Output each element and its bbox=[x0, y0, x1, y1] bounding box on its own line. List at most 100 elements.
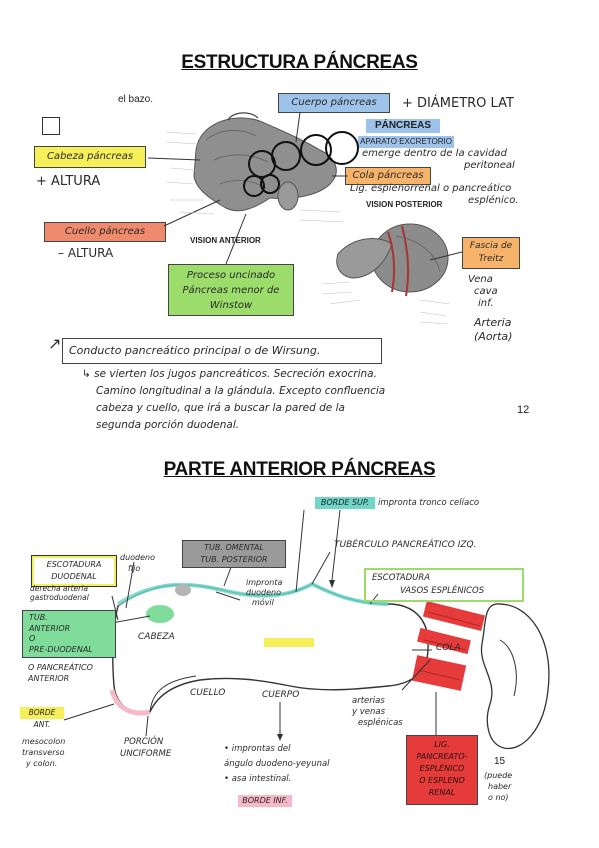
arteria-line2: (Aorta) bbox=[474, 330, 513, 343]
escotadura-duod-line2: DUODENAL bbox=[51, 572, 97, 581]
o-pancreatico-line1: O PANCREÁTICO bbox=[28, 663, 93, 672]
improntas-line2: ángulo duodeno-yeyunal bbox=[224, 759, 330, 769]
o-pancreatico-note: O PANCREÁTICO ANTERIOR bbox=[28, 662, 93, 684]
derecha-arteria-note: derecha arteria gastroduodenal bbox=[30, 584, 89, 602]
porcion-line1: PORCIÓN bbox=[124, 737, 164, 747]
vena-line2: cava bbox=[474, 286, 498, 297]
pancreas-heading: PÁNCREAS bbox=[366, 119, 440, 133]
puede-line3: o no) bbox=[488, 793, 509, 802]
cabeza-pancreas-label: Cabeza páncreas bbox=[34, 146, 146, 168]
borde-inf-text: BORDE INF. bbox=[242, 796, 288, 805]
cuerpo-pancreas-text: Cuerpo páncreas bbox=[291, 97, 377, 108]
tub-omental-line2: TUB. POSTERIOR bbox=[200, 555, 268, 564]
conducto-text: Conducto pancreático principal o de Wirs… bbox=[69, 344, 321, 357]
cuello-pancreas-text: Cuello páncreas bbox=[64, 226, 146, 237]
arterias-line2: y venas bbox=[352, 707, 386, 717]
tub-anterior-line3: O bbox=[29, 634, 36, 643]
derecha-line1: derecha arteria bbox=[30, 584, 88, 593]
splenic-vessels bbox=[411, 600, 486, 691]
tuberculo-note: TUBÉRCULO PANCREÁTICO IZQ. bbox=[334, 540, 477, 550]
cabeza-label: CABEZA bbox=[138, 632, 175, 642]
improntas-line3: • asa intestinal. bbox=[224, 774, 292, 784]
proceso-line1: Proceso uncinado bbox=[186, 270, 276, 281]
fascia-line1: Fascia de bbox=[469, 241, 513, 251]
impronta-duodeno-note: impronta duodeno móvil bbox=[246, 578, 282, 608]
mesocolon-line1: mesocolon bbox=[22, 737, 66, 746]
desc-line3: cabeza y cuello, que irá a buscar la par… bbox=[96, 402, 345, 414]
mesocolon-line3: y colon. bbox=[26, 759, 58, 768]
arterias-venas-note: arterias y venas esplénicas bbox=[352, 696, 403, 729]
menos-altura-note: – ALTURA bbox=[58, 246, 114, 260]
tub-omental-box: TUB. OMENTAL TUB. POSTERIOR bbox=[182, 540, 286, 568]
cuello-label: CUELLO bbox=[190, 688, 226, 698]
fascia-line2: Treitz bbox=[478, 254, 504, 264]
top-note: el bazo. bbox=[118, 94, 154, 105]
borde-inf-label: BORDE INF. bbox=[238, 795, 292, 807]
duodeno-fijo-line1: duodeno bbox=[120, 553, 156, 562]
lig-pancreato-esplenico-box: LIG. PANCREATO- ESPLÉNICO O ESPLENO RENA… bbox=[406, 735, 478, 805]
diametro-note: + DIÁMETRO LAT bbox=[402, 96, 514, 111]
impronta-tronco-note: impronta tronco celíaco bbox=[378, 498, 480, 508]
mesocolon-note: mesocolon transverso y colon. bbox=[22, 736, 65, 769]
proceso-line3: Winstow bbox=[209, 300, 253, 311]
lig-line1: LIG. bbox=[434, 740, 450, 749]
escotadura-vasos-line2: VASOS ESPLÉNICOS bbox=[400, 586, 485, 596]
aparato-heading: APARATO EXCRETORIO bbox=[358, 136, 454, 148]
arteria-line1: Arteria bbox=[474, 316, 512, 329]
cola-pancreas-text: Cola páncreas bbox=[352, 170, 424, 181]
tub-anterior-line4: PRE-DUODENAL bbox=[29, 644, 93, 654]
page1-number: 12 bbox=[517, 404, 530, 416]
vena-line1: Vena bbox=[468, 274, 493, 285]
arterias-line1: arterias bbox=[352, 696, 385, 706]
tub-omental-line1: TUB. OMENTAL bbox=[204, 543, 264, 552]
vision-anterior-label: VISION ANTERIOR bbox=[190, 236, 261, 245]
anterior-pancreas-illustration bbox=[147, 111, 359, 265]
vena-line3: inf. bbox=[478, 298, 494, 309]
cabeza-pancreas-text: Cabeza páncreas bbox=[46, 151, 134, 162]
cuello-pancreas-label: Cuello páncreas bbox=[44, 222, 166, 242]
posterior-pancreas-illustration bbox=[321, 223, 463, 325]
borde-ant-text: BORDE ANT. bbox=[28, 708, 56, 729]
lig-line3: ESPLÉNICO bbox=[419, 764, 465, 773]
mas-altura-note: + ALTURA bbox=[36, 174, 101, 189]
borde-sup-label: BORDE SUP. bbox=[315, 497, 375, 509]
lig-line4: O ESPLENO bbox=[419, 776, 465, 785]
desc-line2: Camino longitudinal a la glándula. Excep… bbox=[96, 385, 386, 397]
derecha-line2: gastroduodenal bbox=[30, 593, 89, 602]
borde-ant-label: BORDE ANT. bbox=[20, 707, 64, 729]
lig-note: Lig. espienorrenal o pancreático bbox=[350, 183, 512, 194]
conducto-description: ↳ se vierten los jugos pancreáticos. Sec… bbox=[82, 366, 385, 434]
pancreas-heading-text: PÁNCREAS bbox=[374, 120, 432, 131]
vena-cava-note: Vena cava inf. bbox=[468, 274, 498, 310]
impronta-line3: móvil bbox=[252, 598, 274, 607]
conducto-box: Conducto pancreático principal o de Wirs… bbox=[62, 338, 382, 364]
improntas-line1: • improntas del bbox=[224, 744, 291, 754]
proceso-uncinado-box: Proceso uncinado Páncreas menor de Winst… bbox=[168, 264, 294, 316]
tub-anterior-box: TUB. ANTERIOR O PRE-DUODENAL bbox=[22, 610, 116, 658]
conducto-arrow: ↗ bbox=[48, 334, 62, 353]
cola-label: COLA bbox=[436, 643, 461, 653]
fascia-treitz-box: Fascia de Treitz bbox=[462, 237, 520, 269]
o-pancreatico-line2: ANTERIOR bbox=[28, 674, 70, 683]
borde-sup-text: BORDE SUP. bbox=[320, 498, 370, 507]
proceso-line2: Páncreas menor de bbox=[182, 285, 280, 296]
mesocolon-line2: transverso bbox=[22, 748, 65, 757]
improntas-note: • improntas del ángulo duodeno-yeyunal •… bbox=[224, 742, 330, 787]
arteria-note: Arteria (Aorta) bbox=[474, 316, 512, 344]
tub-anterior-line1: TUB. bbox=[29, 613, 48, 622]
escotadura-vasos-box: ESCOTADURA VASOS ESPLÉNICOS bbox=[364, 568, 524, 602]
duodeno-fijo-line2: fijo bbox=[128, 564, 141, 573]
lig-line2: PANCREATO- bbox=[416, 752, 468, 761]
tub-anterior-line2: ANTERIOR bbox=[29, 623, 71, 633]
page2-title: PARTE ANTERIOR PÁNCREAS bbox=[163, 459, 436, 480]
desc-line4: segunda porción duodenal. bbox=[96, 419, 240, 431]
escotadura-duodenal-box: ESCOTADURA DUODENAL bbox=[31, 555, 117, 587]
impronta-line1: impronta bbox=[246, 578, 283, 587]
escotadura-duod-line1: ESCOTADURA bbox=[46, 560, 102, 569]
escotadura-vasos-line1: ESCOTADURA bbox=[372, 573, 431, 583]
page2-number: 15 bbox=[494, 756, 506, 767]
cuerpo-pancreas-label: Cuerpo páncreas bbox=[278, 93, 390, 113]
puede-line1: (puede bbox=[484, 771, 513, 780]
